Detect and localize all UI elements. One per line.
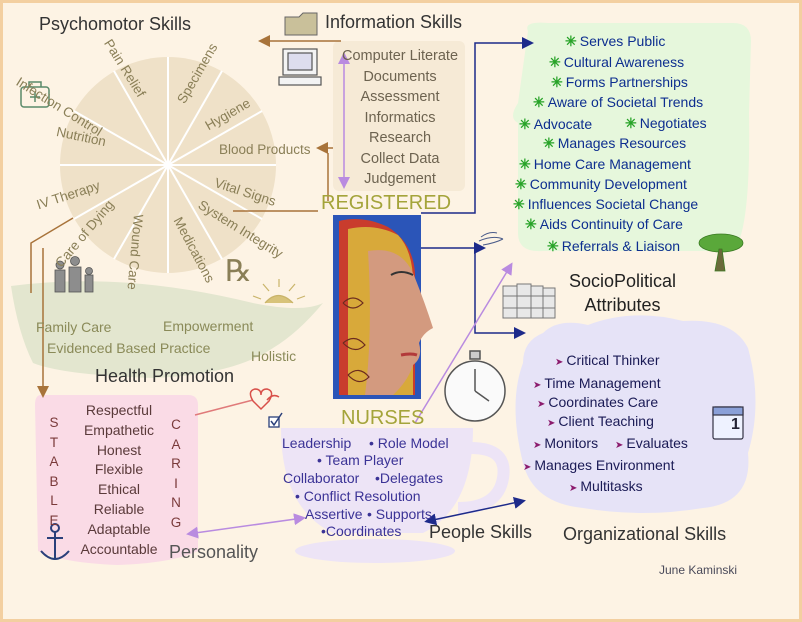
organizational-skill: ➤Time Management bbox=[533, 375, 661, 391]
psychomotor-skills-header: Psychomotor Skills bbox=[39, 14, 192, 34]
information-skill: Documents bbox=[363, 68, 437, 85]
personality-trait: Empathetic bbox=[83, 421, 155, 438]
organizational-skills-header: Organizational Skills bbox=[563, 524, 727, 544]
health-promotion-item: Holistic bbox=[251, 348, 297, 364]
people-skill: Collaborator bbox=[283, 470, 360, 486]
information-skills-header: Information Skills bbox=[325, 12, 463, 32]
personality-trait: Respectful bbox=[85, 402, 153, 418]
hearts-icon bbox=[249, 388, 280, 411]
people-skill: •Delegates bbox=[375, 470, 443, 486]
information-skill: Computer Literate bbox=[341, 48, 459, 64]
personality-trait: Reliable bbox=[93, 500, 145, 517]
people-skill: • Conflict Resolution bbox=[295, 488, 421, 504]
psychomotor-skill: Blood Products bbox=[219, 142, 311, 157]
sociopolitical-item: ✳Aware of Societal Trends bbox=[533, 94, 704, 110]
organizational-skill: ➤Critical Thinker bbox=[555, 352, 660, 368]
checkbox-icon bbox=[268, 412, 283, 428]
information-skill: Collect Data bbox=[360, 150, 440, 167]
personality-trait: Adaptable bbox=[87, 520, 151, 537]
information-skill: Informatics bbox=[364, 109, 436, 126]
health-promotion-leaf bbox=[11, 281, 323, 378]
information-skill: Research bbox=[368, 130, 432, 146]
health-promotion-item: Evidenced Based Practice bbox=[47, 340, 211, 356]
sunrise-icon bbox=[252, 279, 306, 304]
sociopolitical-item: ✳Negotiates bbox=[625, 115, 707, 131]
nurse-face-icon bbox=[333, 215, 433, 399]
folder-icon bbox=[284, 12, 318, 36]
icon-layer bbox=[20, 12, 744, 560]
people-skill: •Coordinates bbox=[321, 523, 402, 539]
personality-header: Personality bbox=[169, 542, 259, 562]
sociopolitical-item: ✳Cultural Awareness bbox=[549, 54, 685, 70]
health-promotion-header: Health Promotion bbox=[95, 366, 235, 386]
prescription-rx-icon: ℞ bbox=[225, 254, 252, 289]
calendar-icon bbox=[712, 406, 744, 440]
people-skill: • Supports bbox=[367, 506, 432, 522]
personality-trait: Ethical bbox=[97, 481, 141, 498]
tree-icon bbox=[698, 233, 744, 272]
nurses-title: NURSES bbox=[341, 407, 425, 429]
information-skill: Assessment bbox=[360, 89, 440, 105]
sociopolitical-header-line2: Attributes bbox=[584, 295, 661, 315]
sociopolitical-header-line1: SocioPolitical bbox=[569, 271, 677, 291]
sociopolitical-item: ✳Referrals & Liaison bbox=[547, 238, 681, 254]
sociopolitical-item: ✳Home Care Management bbox=[519, 156, 691, 172]
sociopolitical-item: ✳Forms Partnerships bbox=[551, 74, 688, 90]
sociopolitical-item: ✳Manages Resources bbox=[543, 135, 687, 151]
sociopolitical-item: ✳Aids Continuity of Care bbox=[525, 216, 683, 232]
organizational-skill: ➤Manages Environment bbox=[523, 457, 675, 473]
psychomotor-wheel bbox=[60, 57, 276, 273]
personality-traits-list: Respectful Empathetic Honest Flexible Et… bbox=[65, 401, 173, 559]
sociopolitical-attributes-header: SocioPolitical Attributes bbox=[569, 269, 676, 317]
personality-trait: Flexible bbox=[94, 461, 144, 478]
people-skill: Assertive bbox=[305, 506, 363, 522]
diagram-background bbox=[11, 22, 756, 565]
caring-acrostic: C A R I N G bbox=[170, 417, 182, 530]
people-skill: • Team Player bbox=[317, 452, 404, 468]
sociopolitical-item: ✳Community Development bbox=[515, 176, 687, 192]
information-skills-list: Computer Literate Documents Assessment I… bbox=[334, 46, 466, 190]
first-aid-kit-icon bbox=[20, 81, 50, 108]
calendar-number: 1 bbox=[731, 416, 740, 433]
health-promotion-item: Empowerment bbox=[163, 318, 254, 334]
organizational-skill: ➤Client Teaching bbox=[547, 413, 654, 429]
anchor-icon bbox=[40, 523, 70, 560]
people-skill: Leadership bbox=[282, 435, 352, 451]
organizational-skill: ➤Multitasks bbox=[569, 478, 643, 494]
people-skill: • Role Model bbox=[369, 435, 449, 451]
books-icon bbox=[502, 283, 556, 319]
health-promotion-item: Family Care bbox=[36, 319, 112, 335]
personality-shield bbox=[35, 395, 198, 565]
people-skills-header: People Skills bbox=[429, 522, 533, 542]
sociopolitical-item: ✳Influences Societal Change bbox=[513, 196, 699, 212]
personality-trait: Honest bbox=[96, 441, 142, 458]
information-column bbox=[333, 41, 465, 191]
organizational-skill: ➤Coordinates Care bbox=[537, 394, 659, 410]
organizational-skill: ➤Monitors bbox=[533, 435, 599, 451]
personality-trait: Accountable bbox=[80, 540, 158, 557]
computer-icon bbox=[278, 48, 322, 86]
author-credit: June Kaminski bbox=[659, 563, 738, 577]
sociopolitical-item: ✳Advocate bbox=[519, 116, 593, 132]
organizational-cloud bbox=[515, 315, 756, 513]
information-skill: Judgement bbox=[364, 171, 436, 187]
registered-title: REGISTERED bbox=[321, 192, 452, 214]
family-icon bbox=[54, 256, 94, 293]
sociopolitical-cloud bbox=[513, 22, 751, 252]
quill-icon bbox=[478, 232, 504, 246]
stable-acrostic: S T A B L E bbox=[49, 415, 59, 528]
sociopolitical-item: ✳Serves Public bbox=[565, 33, 666, 49]
organizational-skill: ➤Evaluates bbox=[615, 435, 688, 451]
stopwatch-icon bbox=[444, 350, 506, 422]
